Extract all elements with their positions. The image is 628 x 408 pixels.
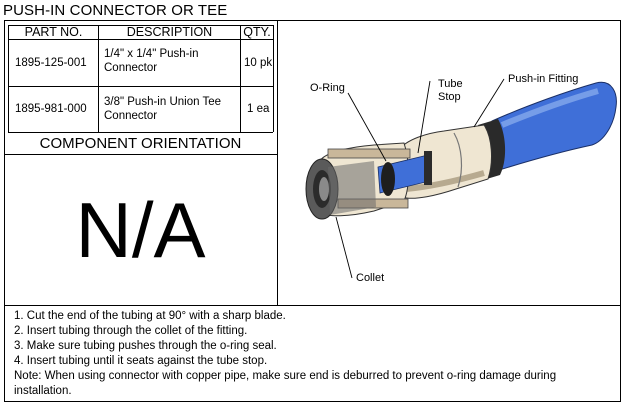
instruction-step-1: 1. Cut the end of the tubing at 90° with…: [14, 310, 286, 322]
instruction-step-3: 3. Make sure tubing pushes through the o…: [14, 340, 277, 352]
table-bottom-line: [8, 132, 273, 133]
row1-description: 1/4" x 1/4" Push-in Connector: [104, 48, 199, 74]
tube-right: [491, 81, 617, 172]
instruction-step-4: 4. Insert tubing until it seats against …: [14, 355, 268, 367]
body-shade: [405, 170, 485, 192]
row1-qty: 10 pk: [244, 57, 273, 69]
table-col-divider-2: [240, 25, 241, 132]
table-header-line: [8, 39, 273, 40]
leader-collet: [335, 216, 353, 279]
label-o-ring: O-Ring: [310, 82, 345, 94]
collet-sleeve: [328, 161, 376, 215]
table-left-line: [8, 25, 9, 132]
leader-tube-stop: [417, 80, 431, 154]
label-push-in-fitting: Push-in Fitting: [508, 73, 578, 85]
header-description: DESCRIPTION: [126, 25, 213, 39]
table-right-line: [273, 25, 274, 132]
o-ring: [381, 162, 395, 196]
table-col-divider-1: [98, 25, 99, 132]
leader-o-ring: [347, 92, 387, 162]
tube-right-highlight: [500, 88, 599, 128]
leader-push-in-fitting: [473, 78, 505, 128]
row2-part-no: 1895-981-000: [15, 103, 87, 115]
row2-qty: 1 ea: [247, 103, 270, 115]
left-panel-divider: [277, 20, 278, 306]
body-ring-line: [453, 132, 463, 188]
tube-stop: [424, 151, 432, 185]
label-collet: Collet: [356, 272, 384, 284]
orientation-top-line: [4, 154, 277, 155]
instruction-step-2: 2. Insert tubing through the collet of t…: [14, 325, 248, 337]
label-tube-stop-line1: Tube: [438, 78, 463, 90]
header-part-no: PART NO.: [24, 25, 83, 39]
connector-cutaway-diagram: O-Ring Tube Stop Push-in Fitting Collet: [305, 73, 617, 284]
spec-sheet-frame: [4, 20, 621, 402]
orientation-heading: COMPONENT ORIENTATION: [39, 135, 242, 152]
row2-description: 3/8" Push-in Union Tee Connector: [104, 96, 222, 122]
row1-part-no: 1895-125-001: [15, 57, 87, 69]
instructions-list: 1. Cut the end of the tubing at 90° with…: [14, 309, 614, 399]
instruction-note: Note: When using connector with copper p…: [14, 370, 557, 397]
collet-bore-inner: [319, 177, 329, 201]
page-title: PUSH-IN CONNECTOR OR TEE: [3, 2, 228, 19]
instructions-divider: [4, 305, 621, 306]
orientation-value: N/A: [75, 186, 206, 274]
header-qty: QTY.: [243, 25, 271, 39]
cut-face-top: [327, 148, 411, 159]
label-tube-stop-line2: Stop: [438, 91, 461, 103]
table-row-line: [8, 86, 273, 87]
table-top-line: [8, 25, 273, 26]
